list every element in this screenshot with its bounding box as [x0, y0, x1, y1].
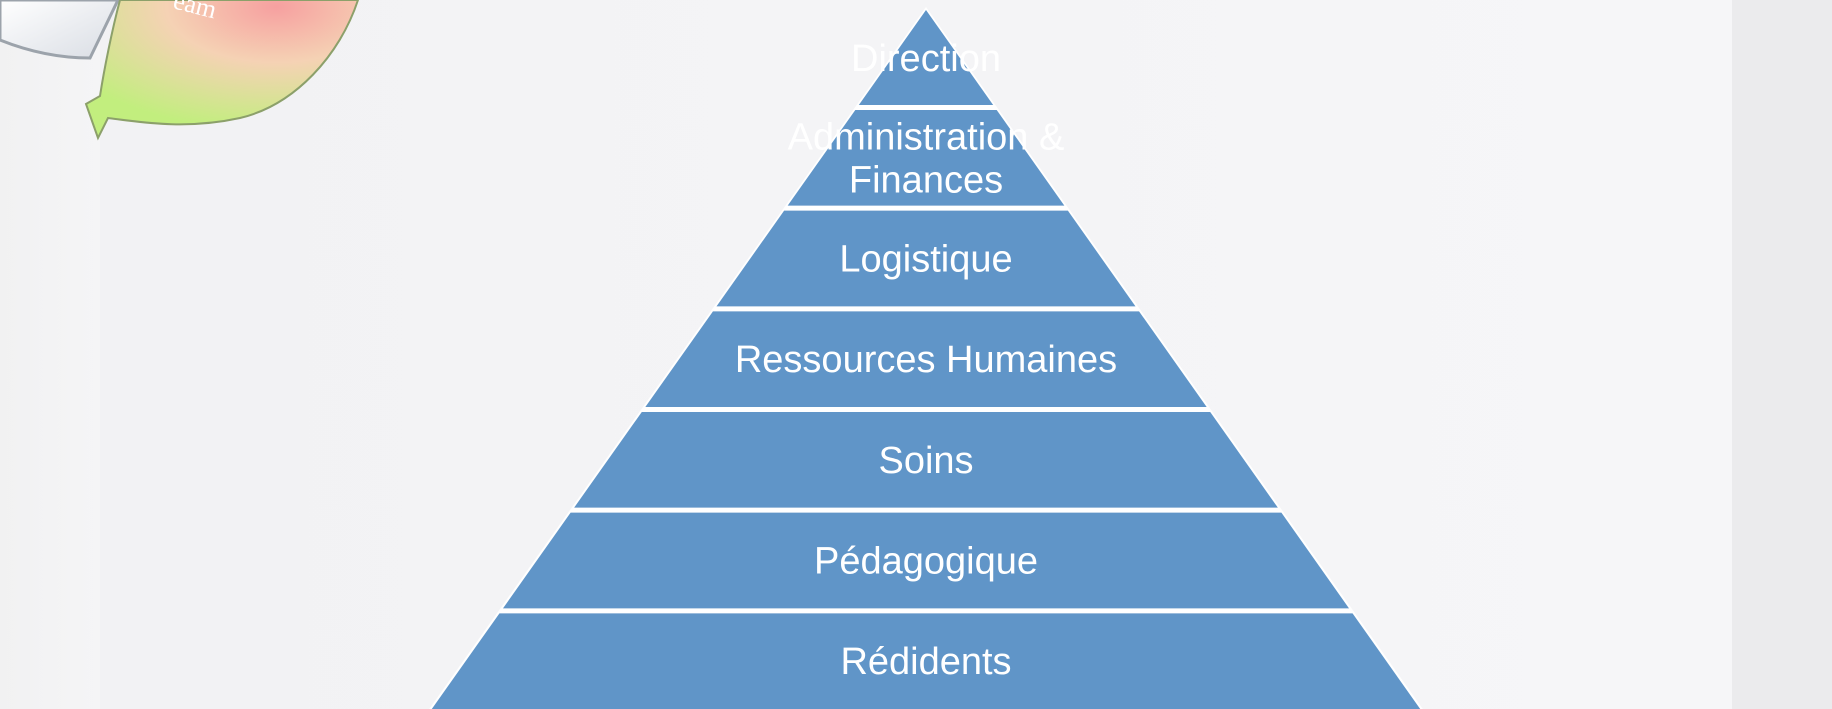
pyramid-level-2-label: Administration &	[788, 116, 1065, 158]
pyramid-level-1	[858, 10, 994, 105]
pyramid-level-7-label: Rédidents	[840, 641, 1011, 683]
background-left-strip	[0, 0, 100, 709]
pyramid-level-5-label: Soins	[878, 440, 973, 482]
pyramid-level-1-label: Direction	[851, 38, 1001, 80]
pyramid-level-4-label: Ressources Humaines	[735, 339, 1117, 381]
pyramid-level-2	[787, 110, 1065, 206]
pyramid-level-3-label: Logistique	[839, 239, 1012, 281]
pyramid-level-4	[645, 311, 1207, 407]
pyramid-level-3	[716, 210, 1136, 307]
pyramid-level-5	[574, 412, 1278, 508]
pyramid-level-6	[502, 512, 1350, 609]
cycle-arrow-logo-icon: eam	[0, 0, 360, 141]
pyramid-level-6-label: Pédagogique	[814, 541, 1038, 583]
pyramid-level-2-label: Finances	[849, 159, 1003, 201]
background-right-strip	[1732, 0, 1832, 709]
pyramid-level-7	[431, 613, 1421, 709]
